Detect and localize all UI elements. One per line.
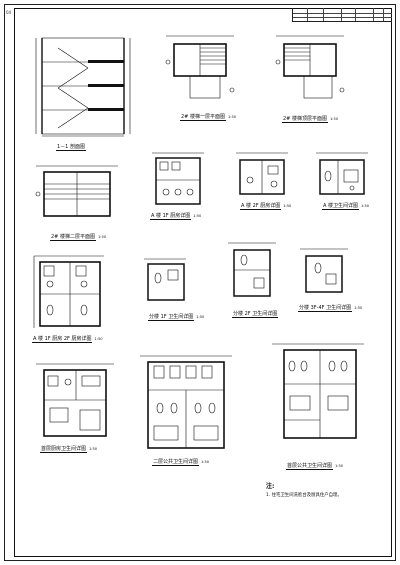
title-block-rule [293, 12, 392, 14]
caption-scale: 1:50 [97, 235, 107, 239]
title-block-rule [307, 8, 308, 21]
caption-title: 首层公共卫生间详图 [286, 463, 334, 470]
caption-scale: 1:50 [354, 306, 363, 310]
caption-title: 分楼 3F-4F 卫生间详图 [298, 305, 353, 312]
title-block [292, 8, 392, 22]
title-block-rule [293, 17, 392, 18]
caption-title: 二层公共卫生间详图 [152, 459, 200, 466]
caption-scale: 1:50 [335, 464, 344, 468]
title-block-rule [341, 8, 342, 21]
kitchen-b-drawing [232, 150, 292, 202]
toilet-1f-drawing [140, 256, 190, 306]
title-block-rule [383, 8, 384, 21]
toilet-b-caption: 分楼 2F 卫生间详图 [232, 310, 280, 318]
caption-scale: 1:50 [329, 117, 339, 121]
notes-title: 注: [266, 483, 275, 490]
notes-line: 1. 住宅卫生间洗脸台及厨具住户自理。 [266, 493, 342, 498]
caption-scale: 1:50 [196, 315, 205, 319]
caption-title: 2# 楼梯顶层平面图 [282, 116, 328, 123]
caption-title: 首层厨房卫生间详图 [40, 446, 88, 453]
caption-scale: 1:50 [283, 204, 292, 208]
caption-scale: 1:50 [361, 204, 370, 208]
stair-section-caption: 1－1 剖面图 [56, 143, 88, 151]
caption-title: A 楼卫生间详图 [322, 203, 360, 210]
caption-title: 1－1 剖面图 [56, 144, 86, 151]
sheet-outer-border [4, 4, 396, 561]
caption-title: 2# 楼梯一层平面图 [180, 114, 226, 121]
title-block-rule [373, 8, 374, 21]
caption-scale: 1:50 [94, 337, 103, 341]
title-block-rule [355, 8, 356, 21]
caption-scale: 1:50 [89, 447, 98, 451]
caption-title: 2# 楼梯二层平面图 [50, 234, 96, 241]
caption-scale: 1:50 [193, 214, 202, 218]
kitchen-c-drawing [30, 252, 108, 332]
binding-mark: 04 [6, 10, 12, 15]
sheet-inner-border [14, 8, 392, 557]
stair-2f-drawing [32, 162, 122, 224]
stair-1f-drawing [160, 32, 240, 104]
title-block-rule [323, 8, 324, 21]
toilet-a-drawing [312, 150, 372, 202]
caption-title: A 楼 1F 厨房 2F 厨房详图 [32, 336, 93, 343]
general-notes: 注: 1. 住宅卫生间洗脸台及厨具住户自理。 [266, 481, 342, 498]
toilet-public1-drawing [32, 360, 118, 442]
caption-title: A 楼 2F 厨房详图 [240, 203, 282, 210]
stair-section-drawing [28, 32, 138, 140]
caption-scale: 1:50 [201, 460, 210, 464]
caption-title: 分楼 2F 卫生间详图 [232, 311, 279, 318]
toilet-public3-drawing [268, 340, 368, 444]
toilet-c-drawing [296, 246, 352, 302]
kitchen-a-drawing [148, 150, 208, 210]
caption-title: 分楼 1F 卫生间详图 [148, 314, 195, 321]
caption-title: A 楼 1F 厨房详图 [150, 213, 192, 220]
toilet-public2-drawing [136, 352, 236, 454]
toilet-b-drawing [224, 240, 280, 306]
stair-top-drawing [270, 32, 350, 104]
caption-scale: 1:50 [227, 115, 237, 119]
